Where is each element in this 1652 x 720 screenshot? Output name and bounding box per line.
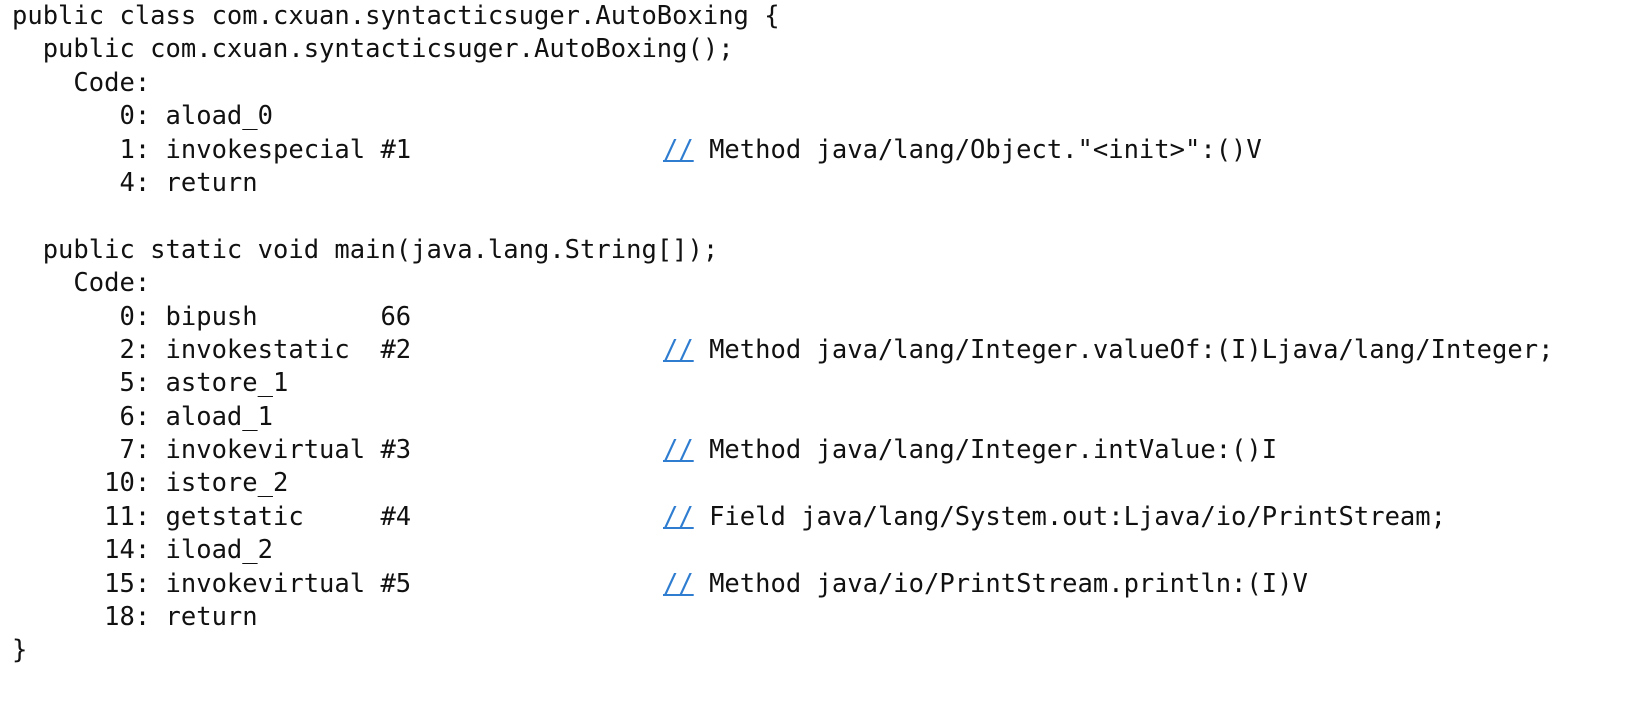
code-line: 6: aload_1 [0, 401, 1652, 434]
code-line: 0: bipush 66 [0, 301, 1652, 334]
code-line-text: 6: aload_1 [12, 401, 273, 432]
code-line-text: public com.cxuan.syntacticsuger.AutoBoxi… [12, 34, 734, 65]
comment-marker-link[interactable]: // [663, 334, 694, 365]
code-line-text: 11: getstatic #4 [12, 501, 412, 532]
code-line: 15: invokevirtual #5 // Method java/io/Pr… [0, 568, 1652, 601]
code-line: 10: istore_2 [0, 467, 1652, 500]
code-line-text: 15: invokevirtual #5 [12, 568, 412, 599]
code-comment: // Field java/lang/System.out:Ljava/io/P… [663, 501, 1446, 534]
code-line: 2: invokestatic #2 // Method java/lang/In… [0, 334, 1652, 367]
code-line-text: Code: [12, 268, 151, 299]
code-line: 1: invokespecial #1 // Method java/lang/O… [0, 134, 1652, 167]
comment-marker-link[interactable]: // [663, 134, 694, 165]
code-line-text: 18: return [12, 602, 258, 633]
code-line-text: 14: iload_2 [12, 535, 273, 566]
code-line: Code: [0, 267, 1652, 300]
code-line-text: 7: invokevirtual #3 [12, 435, 412, 466]
code-line-text: 2: invokestatic #2 [12, 334, 412, 365]
comment-body: Method java/lang/Integer.valueOf:(I)Ljav… [693, 334, 1554, 365]
comment-body: Method java/lang/Integer.intValue:()I [693, 435, 1278, 466]
code-line-text: Code: [12, 67, 151, 98]
comment-marker-link[interactable]: // [663, 568, 694, 599]
code-comment: // Method java/lang/Integer.intValue:()I [663, 434, 1277, 467]
code-comment: // Method java/io/PrintStream.println:(I… [663, 568, 1308, 601]
code-line-text: 10: istore_2 [12, 468, 289, 499]
code-line: 0: aload_0 [0, 100, 1652, 133]
comment-marker-link[interactable]: // [663, 501, 694, 532]
comment-body: Method java/io/PrintStream.println:(I)V [693, 568, 1308, 599]
code-line: 14: iload_2 [0, 534, 1652, 567]
code-line-text: 4: return [12, 167, 258, 198]
code-line-text: 0: bipush 66 [12, 301, 412, 332]
code-line-text: public static void main(java.lang.String… [12, 234, 719, 265]
code-comment: // Method java/lang/Object."<init>":()V [663, 134, 1262, 167]
comment-marker-link[interactable]: // [663, 435, 694, 466]
code-line-text: 5: astore_1 [12, 368, 289, 399]
code-line-text: 1: invokespecial #1 [12, 134, 412, 165]
code-line: public com.cxuan.syntacticsuger.AutoBoxi… [0, 33, 1652, 66]
comment-body: Field java/lang/System.out:Ljava/io/Prin… [693, 501, 1446, 532]
code-line-text: 0: aload_0 [12, 101, 273, 132]
code-line: 4: return [0, 167, 1652, 200]
code-line: 7: invokevirtual #3 // Method java/lang/I… [0, 434, 1652, 467]
code-line: 18: return [0, 601, 1652, 634]
code-line: Code: [0, 67, 1652, 100]
code-comment: // Method java/lang/Integer.valueOf:(I)L… [663, 334, 1553, 367]
code-line-text: public class com.cxuan.syntacticsuger.Au… [12, 1, 780, 31]
code-line: public static void main(java.lang.String… [0, 234, 1652, 267]
comment-body: Method java/lang/Object."<init>":()V [693, 134, 1262, 165]
code-line-text: } [12, 635, 28, 666]
code-line: 11: getstatic #4 // Field java/lang/Syste… [0, 501, 1652, 534]
code-line: public class com.cxuan.syntacticsuger.Au… [0, 0, 1652, 33]
code-line: } [0, 634, 1652, 667]
code-line [0, 200, 1652, 233]
code-line: 5: astore_1 [0, 367, 1652, 400]
